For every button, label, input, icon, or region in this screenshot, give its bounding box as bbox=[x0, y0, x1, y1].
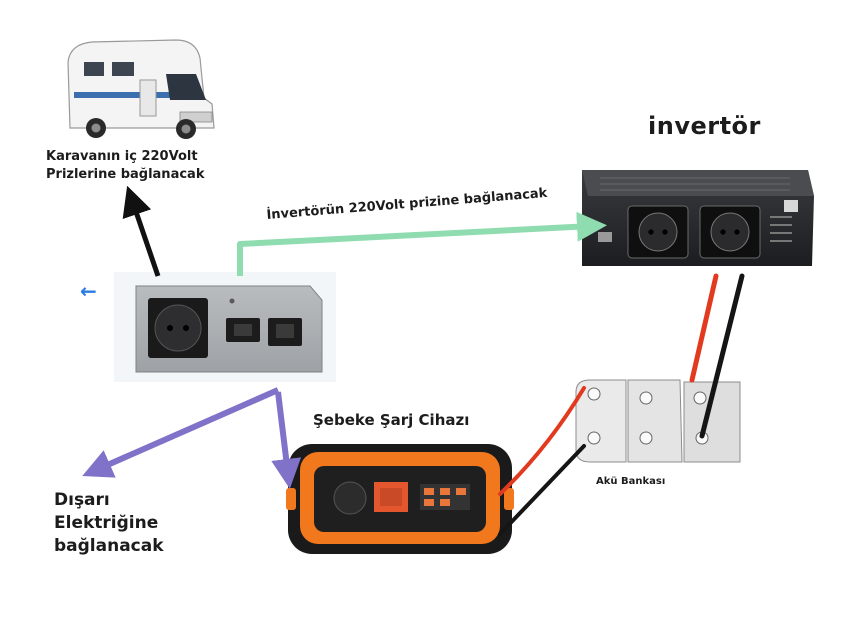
rv-outlets-label: Karavanın iç 220Volt Prizlerine bağlanac… bbox=[46, 149, 205, 182]
arrow-to-rv-outlets bbox=[122, 185, 161, 277]
arrow-to-charger bbox=[271, 391, 302, 489]
charger-title: Şebeke Şarj Cihazı bbox=[313, 411, 470, 429]
arrow-to-inverter bbox=[237, 211, 607, 276]
motorhome-image bbox=[67, 39, 215, 139]
transfer-switch-box bbox=[114, 272, 336, 382]
battery-wiring bbox=[498, 273, 745, 536]
arrow-to-external-power bbox=[82, 387, 280, 478]
inverter-image bbox=[582, 170, 814, 266]
inverter-title: invertör bbox=[648, 112, 761, 140]
external-power-label: Dışarı Elektriğine bağlanacak bbox=[54, 490, 164, 556]
battery-bank-image bbox=[575, 379, 741, 463]
battery-bank-label: Akü Bankası bbox=[596, 476, 666, 487]
battery-charger-image bbox=[286, 444, 514, 554]
back-arrow-icon[interactable]: ← bbox=[80, 279, 97, 303]
